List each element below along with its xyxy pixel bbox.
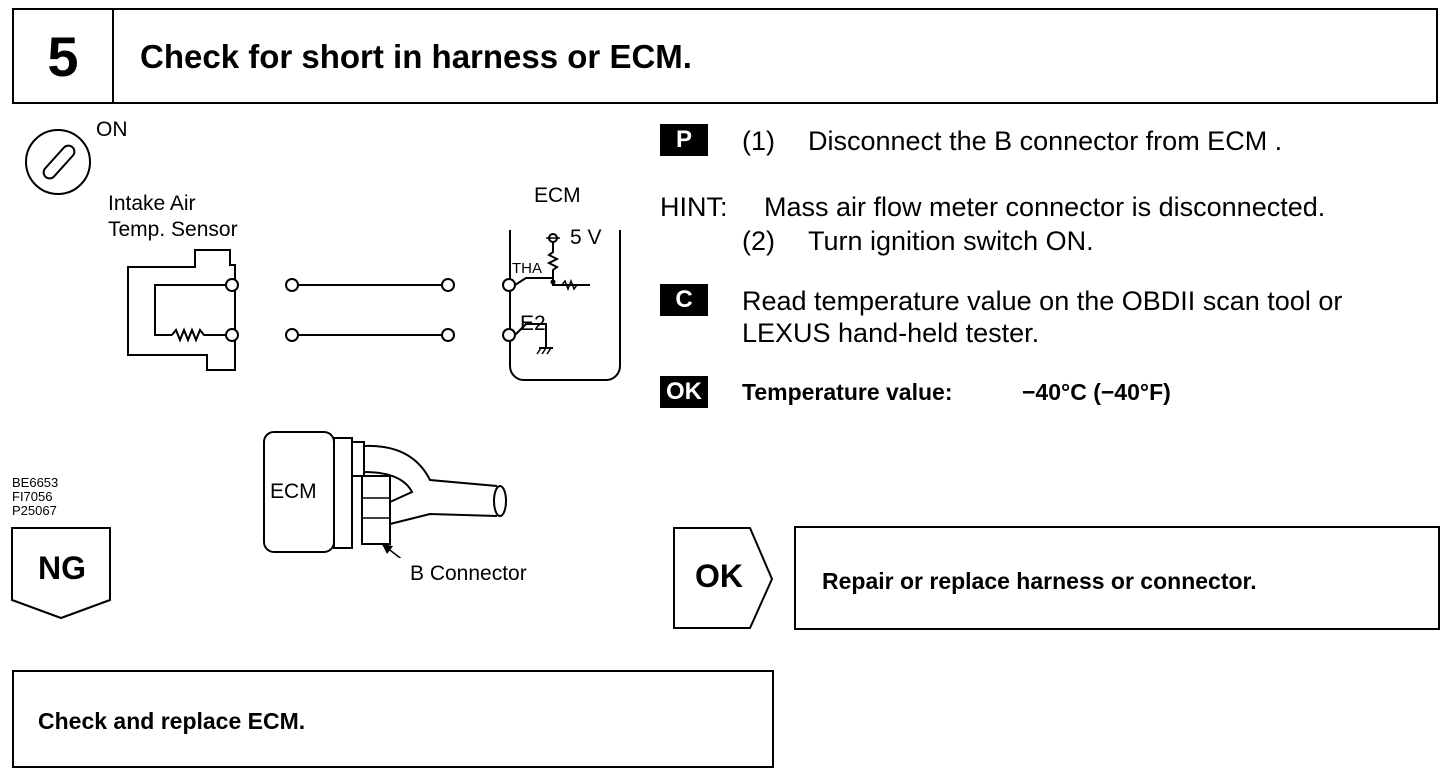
ignition-on-label: ON — [96, 118, 128, 141]
hint-label: HINT: — [660, 192, 728, 222]
step-number: 5 — [14, 10, 114, 102]
ng-action-text: Check and replace ECM. — [38, 708, 306, 734]
ng-label: NG — [38, 550, 86, 586]
ecm-box — [509, 230, 621, 381]
sensor-resistor — [171, 327, 225, 343]
figure-code: BE6653 — [12, 475, 59, 490]
c-badge: C — [660, 284, 708, 316]
ok-badge: OK — [660, 376, 708, 408]
p-step-text: Disconnect the B connector from ECM . — [808, 126, 1283, 156]
step2-text: Turn ignition switch ON. — [808, 226, 1094, 256]
circuit-diagram — [127, 230, 621, 381]
ok-badge-shape — [673, 527, 774, 629]
ecm-connector-illustration — [263, 431, 507, 558]
ng-badge-shape — [11, 527, 111, 620]
figure-code: FI7056 — [12, 489, 53, 504]
ecm-label: ECM — [534, 184, 581, 207]
b-connector-label: B Connector — [410, 562, 527, 585]
p-badge: P — [660, 124, 708, 156]
ignition-key-icon — [25, 129, 91, 195]
connector-ecm-label: ECM — [270, 480, 317, 503]
sensor-label-line1: Intake Air — [108, 192, 196, 215]
p-step-number: (1) — [742, 126, 775, 156]
step2-number: (2) — [742, 226, 775, 256]
c-text-line1: Read temperature value on the OBDII scan… — [742, 286, 1343, 316]
c-text-line2: LEXUS hand-held tester. — [742, 318, 1040, 348]
step-title: Check for short in harness or ECM. — [140, 38, 692, 75]
ok-criteria-label: Temperature value: — [742, 379, 953, 405]
hint-text: Mass air flow meter connector is disconn… — [764, 192, 1326, 222]
ok-criteria-value: −40°C (−40°F) — [1022, 379, 1171, 405]
figure-code: P25067 — [12, 503, 57, 518]
ok-label: OK — [695, 558, 743, 594]
sensor-label-line2: Temp. Sensor — [108, 218, 238, 241]
step-header-box — [12, 8, 1438, 104]
voltage-label: 5 V — [570, 226, 602, 249]
sensor-housing — [127, 249, 236, 371]
ok-action-box — [794, 526, 1440, 630]
ok-action-text: Repair or replace harness or connector. — [822, 568, 1257, 594]
tha-label: THA — [512, 260, 542, 277]
ng-action-box — [12, 670, 774, 768]
